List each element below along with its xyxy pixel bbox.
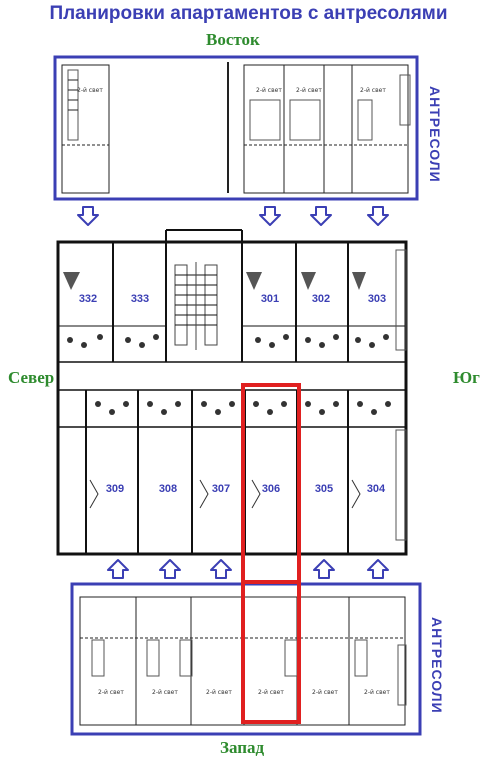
svg-text:2-й свет: 2-й свет bbox=[206, 689, 232, 696]
main-floor-plan bbox=[56, 229, 408, 556]
room-numbers: 332 333 301 302 303 309 308 307 306 305 … bbox=[79, 293, 386, 495]
direction-south-label: Юг bbox=[453, 368, 480, 387]
svg-text:2-й свет: 2-й свет bbox=[360, 87, 386, 94]
highlight-room-306-mezzanine bbox=[241, 580, 301, 724]
svg-text:2-й свет: 2-й свет bbox=[296, 87, 322, 94]
svg-text:2-й свет: 2-й свет bbox=[152, 689, 178, 696]
arrow-up-icon bbox=[107, 559, 129, 579]
arrow-down-icon bbox=[310, 206, 332, 226]
room-number: 301 bbox=[261, 293, 279, 305]
svg-text:2-й свет: 2-й свет bbox=[256, 87, 282, 94]
mezzanine-plan-top bbox=[61, 62, 411, 194]
arrow-down-icon bbox=[77, 206, 99, 226]
mezzanine-frame-bottom bbox=[70, 582, 422, 736]
svg-text:2-й свет: 2-й свет bbox=[77, 87, 103, 94]
mezzanine-top-tiny-labels: 2-й свет 2-й свет 2-й свет 2-й свет bbox=[77, 87, 386, 94]
svg-text:2-й свет: 2-й свет bbox=[364, 689, 390, 696]
arrow-up-icon bbox=[367, 559, 389, 579]
mezzanine-bottom-tiny-labels: 2-й свет 2-й свет 2-й свет 2-й свет 2-й … bbox=[98, 689, 390, 696]
bathroom-fixtures-upper bbox=[67, 334, 389, 348]
room-number: 302 bbox=[312, 293, 330, 305]
arrow-down-icon bbox=[367, 206, 389, 226]
svg-text:2-й свет: 2-й свет bbox=[98, 689, 124, 696]
arrow-up-icon bbox=[159, 559, 181, 579]
direction-north-label: Север bbox=[8, 368, 55, 387]
direction-west-label: Запад bbox=[220, 738, 265, 757]
mezzanine-label-bottom: АНТРЕСОЛИ bbox=[429, 617, 445, 714]
svg-text:2-й свет: 2-й свет bbox=[258, 689, 284, 696]
room-number: 332 bbox=[79, 293, 97, 305]
room-number: 333 bbox=[131, 293, 149, 305]
room-number: 307 bbox=[212, 483, 230, 495]
arrow-down-icon bbox=[259, 206, 281, 226]
mezzanine-label-top: АНТРЕСОЛИ bbox=[427, 86, 443, 183]
room-number: 304 bbox=[367, 483, 386, 495]
bathroom-fixtures-lower bbox=[95, 401, 391, 415]
arrow-up-icon bbox=[313, 559, 335, 579]
room-number: 309 bbox=[106, 483, 124, 495]
arrow-up-icon bbox=[210, 559, 232, 579]
room-number: 305 bbox=[315, 483, 333, 495]
svg-text:2-й свет: 2-й свет bbox=[312, 689, 338, 696]
room-number: 308 bbox=[159, 483, 177, 495]
page-title: Планировки апартаментов с антресолями bbox=[49, 3, 448, 24]
room-number: 303 bbox=[368, 293, 386, 305]
mezzanine-frame-top bbox=[53, 55, 419, 201]
direction-east-label: Восток bbox=[206, 30, 260, 49]
room-number: 306 bbox=[262, 483, 280, 495]
